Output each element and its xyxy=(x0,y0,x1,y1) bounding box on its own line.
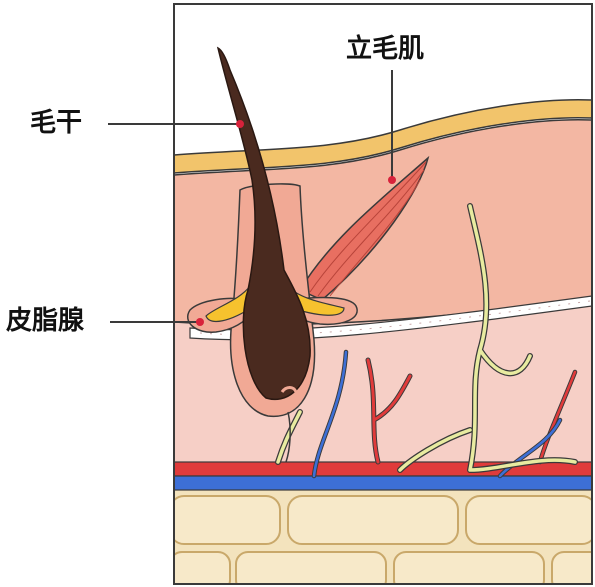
stratum-corneum xyxy=(174,99,592,174)
arrector-pili-label: 立毛肌 xyxy=(346,34,425,64)
hair-papilla xyxy=(280,386,298,393)
sebaceous-gland xyxy=(187,284,358,333)
vein-vessel xyxy=(174,475,592,491)
capillaries xyxy=(311,349,578,479)
arrector-pili-pointer xyxy=(388,70,396,184)
diagram-frame xyxy=(173,3,593,585)
nerve-fibers xyxy=(275,203,578,473)
arrector-pili-muscle xyxy=(298,155,430,301)
papilla-stem xyxy=(285,411,291,463)
hair-shaft-label: 毛干 xyxy=(30,108,83,138)
hair-shaft-pointer xyxy=(108,120,244,128)
hair-shaft xyxy=(216,46,311,401)
fat-cells xyxy=(174,495,592,584)
sebaceous-gland-pointer xyxy=(110,318,204,326)
sebaceous-gland-label: 皮脂腺 xyxy=(6,306,85,336)
